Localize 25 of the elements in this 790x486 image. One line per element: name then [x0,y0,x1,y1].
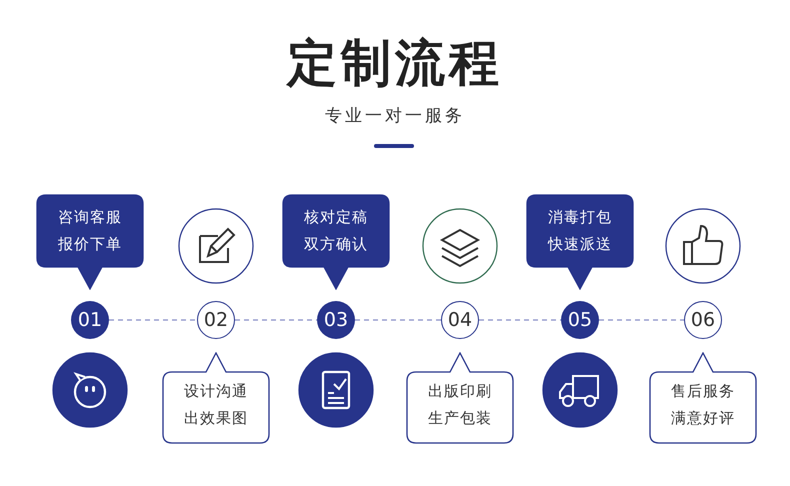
step-label: 售后服务满意好评 [670,381,736,429]
step-label: 出版印刷生产包装 [427,381,493,429]
speech-bubble [162,352,270,444]
step-label: 设计沟通出效果图 [183,381,249,429]
step-number-circle: 03 [317,301,355,339]
step-number-circle: 05 [561,301,599,339]
subtitle: 专业一对一服务 [324,105,466,128]
step-number-circle: 02 [197,301,235,339]
speech-bubble [36,194,144,290]
step-number-circle: 01 [71,301,109,339]
speech-bubble [526,194,634,290]
speech-bubble [649,352,757,444]
step-label: 消毒打包快速派送 [546,207,613,255]
title: 定制流程 [285,33,504,94]
dashed-connector [235,319,317,321]
step-label: 核对定稿双方确认 [303,207,369,255]
speech-bubble [282,194,390,290]
step-number-circle: 04 [441,301,479,339]
step-number-circle: 06 [684,301,722,339]
speech-bubble [406,352,514,444]
dashed-connector [479,319,561,321]
dashed-connector [599,319,684,321]
dashed-connector [109,319,197,321]
step-label: 咨询客服报价下单 [57,207,123,255]
dashed-connector [355,319,441,321]
